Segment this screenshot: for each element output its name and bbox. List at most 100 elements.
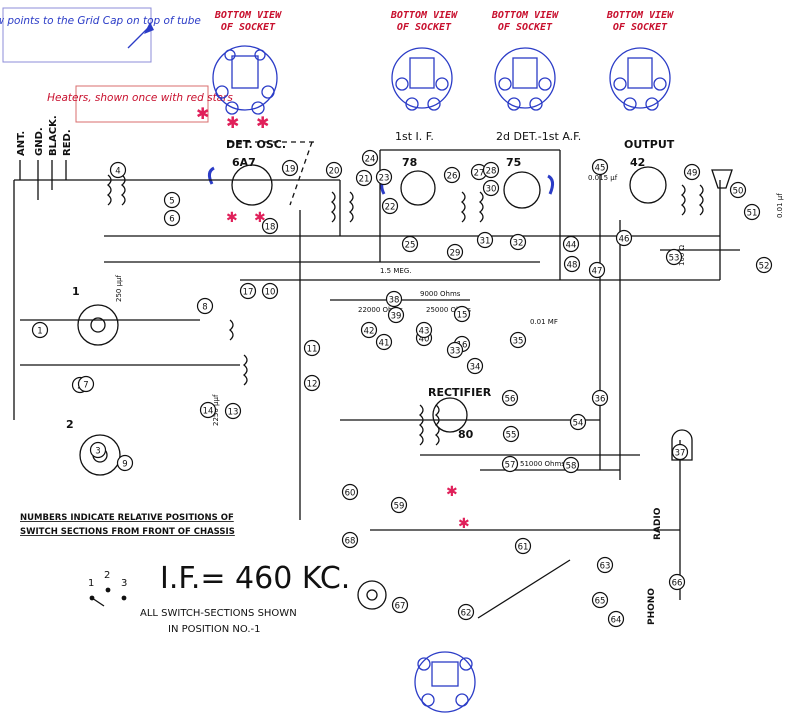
socket-view-6a7: BOTTOM VIEW OF SOCKET ✱ ✱: [212, 10, 282, 132]
tube-75-label: 2d DET.-1st A.F.: [496, 130, 581, 143]
svg-text:✱: ✱: [256, 113, 269, 132]
callout-number-55: 55: [506, 431, 517, 441]
callout-circle-37: [671, 443, 689, 461]
callout-number-31: 31: [480, 237, 491, 247]
lead-red: RED.: [62, 129, 73, 156]
phono-motor-coil: [477, 559, 571, 619]
phono-pickup: [357, 580, 387, 610]
callout-number-46: 46: [619, 235, 630, 245]
tube-envelopes: ✱ ✱ ✱ ✱: [226, 141, 667, 532]
switch-note-line2: SWITCH SECTIONS FROM FRONT OF CHASSIS: [20, 527, 235, 537]
if-transformer-2: [460, 191, 466, 223]
callout-number-51: 51: [747, 209, 758, 219]
callout-number-12: 12: [307, 380, 318, 390]
callout-circle-48: [563, 255, 581, 273]
callout-circle-13: [224, 402, 242, 420]
callout-number-52: 52: [759, 262, 770, 272]
callout-circle-29: [446, 243, 464, 261]
if-transformer-1: [330, 191, 336, 223]
callout-number-28: 28: [486, 167, 497, 177]
callout-circle-56: [501, 389, 519, 407]
callout-number-66: 66: [672, 579, 683, 589]
callout-circle-55: [502, 425, 520, 443]
callout-number-57: 57: [505, 461, 516, 471]
callout-number-32: 32: [513, 239, 524, 249]
pilot-lamp: [671, 429, 693, 461]
callout-number-27: 27: [474, 169, 485, 179]
callout-number-39: 39: [391, 312, 402, 322]
position-3: 3: [121, 578, 127, 589]
tube-78-label: 1st I. F.: [395, 130, 434, 143]
tube-labels: DET. OSC. 6A7 1st I. F. 78 2d DET.-1st A…: [226, 130, 675, 441]
callout-circle-21: [355, 169, 373, 187]
callout-number-22: 22: [385, 203, 396, 213]
tube-6a7: [231, 164, 273, 206]
callout-number-63: 63: [600, 562, 611, 572]
value-51000-ohms: 51000 Ohms: [520, 460, 565, 468]
tube-80-type: 80: [458, 428, 474, 441]
callout-number-49: 49: [687, 169, 698, 179]
callout-circle-65: [591, 591, 609, 609]
callout-number-4: 4: [115, 167, 120, 177]
socket-view-75: BOTTOM VIEW OF SOCKET: [491, 10, 559, 111]
callout-circle-64: [607, 610, 625, 628]
callout-circle-20: [325, 161, 343, 179]
callout-number-65: 65: [595, 597, 606, 607]
callout-circle-25: [401, 235, 419, 253]
callout-circle-36: [591, 389, 609, 407]
heaters-note-text: Heaters, shown once with red stars: [47, 92, 233, 104]
value-0-01-mf: 0.01 MF: [530, 318, 558, 326]
callout-number-16: 16: [457, 341, 468, 351]
callout-number-40: 40: [419, 335, 430, 345]
switch-caption-line1: ALL SWITCH-SECTIONS SHOWN: [140, 608, 297, 619]
heaters-note: Heaters, shown once with red stars ✱: [47, 85, 233, 123]
callout-circle-47: [588, 261, 606, 279]
callout-number-53: 53: [669, 254, 680, 264]
lead-black: BLACK.: [48, 115, 59, 156]
callout-circle-35: [509, 331, 527, 349]
callout-number-48: 48: [567, 261, 578, 271]
callout-number-35: 35: [513, 337, 524, 347]
callout-number-62: 62: [461, 609, 472, 619]
callout-circle-52: [755, 256, 773, 274]
tube-80-label: RECTIFIER: [428, 386, 492, 399]
socket-title-line1: BOTTOM VIEW: [390, 10, 458, 21]
socket-view-42: BOTTOM VIEW OF SOCKET: [606, 10, 674, 111]
callout-number-64: 64: [611, 616, 622, 626]
callout-number-67: 67: [395, 602, 406, 612]
value-0-015-uf: 0.015 μf: [588, 174, 618, 182]
callout-number-17: 17: [243, 288, 254, 298]
callout-circle-33: [446, 341, 464, 359]
callout-number-44: 44: [566, 241, 577, 251]
callout-number-58: 58: [566, 462, 577, 472]
socket-title-line2: OF SOCKET: [498, 22, 553, 33]
callout-circle-17: [239, 282, 257, 300]
callout-number-68: 68: [345, 537, 356, 547]
callout-circle-62: [457, 603, 475, 621]
callout-circle-9: [116, 454, 134, 472]
tube-42-label: OUTPUT: [624, 138, 675, 151]
callout-number-34: 34: [470, 363, 481, 373]
osc-coil: [228, 319, 234, 341]
callout-circle-28: [482, 161, 500, 179]
output-transformer: [680, 184, 686, 216]
value-0-01-uf: 0.01 μf: [776, 193, 784, 218]
callout-circle-26: [443, 166, 461, 184]
callout-circle-24: [361, 149, 379, 167]
value-100-ohms: 100 Ω: [678, 244, 686, 266]
callout-number-59: 59: [394, 502, 405, 512]
callout-circle-59: [390, 496, 408, 514]
callout-circle-44: [562, 235, 580, 253]
callout-number-37: 37: [675, 449, 686, 459]
switch-section-2: [79, 434, 121, 476]
tube-80: [432, 397, 468, 433]
value-labels: 9000 Ohms 25000 Ohms 22000 Ohms 51000 Oh…: [115, 174, 784, 468]
callout-circle-61: [514, 537, 532, 555]
callout-circle-11: [303, 339, 321, 357]
callout-number-43: 43: [419, 327, 430, 337]
callout-circle-19: [281, 159, 299, 177]
callout-circle-67: [391, 596, 409, 614]
callout-circle-39: [387, 306, 405, 324]
socket-view-80: [414, 651, 476, 713]
callout-number-20: 20: [329, 167, 340, 177]
